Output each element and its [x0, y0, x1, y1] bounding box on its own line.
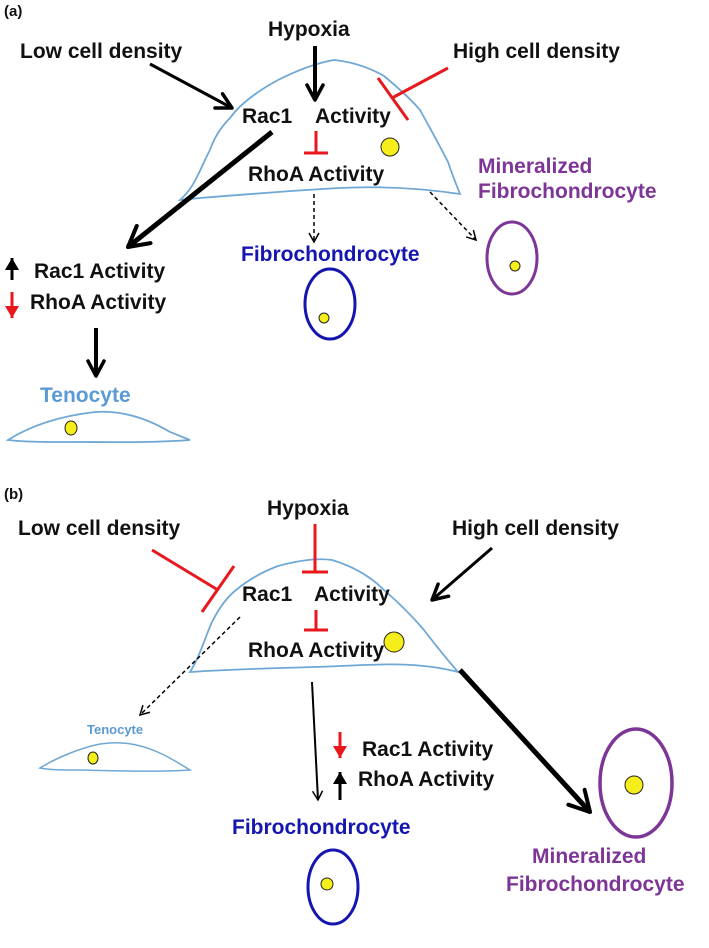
- panel-b-tenocyte-dashed-arrow: [138, 616, 241, 717]
- panel-a-mineralized-fibrochondrocyte-label: Fibrochondrocyte: [478, 180, 657, 203]
- panel-a-mineralized-fibrochondrocyte-cell: [485, 220, 539, 296]
- panel-a-cell-nucleus: [380, 137, 400, 157]
- panel-a-activity-label: Activity: [315, 105, 391, 128]
- panel-b-rac1-inhibits-rhoa: [304, 610, 328, 632]
- panel-b-low-density-label: Low cell density: [18, 517, 181, 540]
- panel-b-low-density-inhibition: [151, 548, 236, 613]
- panel-b-rac1-label: Rac1: [242, 583, 293, 606]
- panel-b: (b) Hypoxia Low cell density High cell d…: [4, 486, 685, 926]
- panel-a-rac1-label: Rac1: [242, 105, 293, 128]
- panel-b-fibrochondrocyte-label: Fibrochondrocyte: [232, 816, 411, 839]
- panel-a-high-density-label: High cell density: [453, 40, 620, 63]
- panel-b-rhoa-activity-up-label: RhoA Activity: [358, 768, 494, 791]
- panel-b-fibrochondrocyte-arrow: [311, 681, 324, 802]
- panel-b-high-density-arrow: [430, 546, 493, 602]
- panel-a-low-density-label: Low cell density: [20, 40, 183, 63]
- panel-a-mineralized-dashed-arrow: [429, 191, 478, 242]
- panel-a-rac1-inhibits-rhoa: [304, 131, 328, 155]
- panel-a-fibrochondrocyte-cell: [303, 267, 357, 341]
- panel-a-tenocyte-label: Tenocyte: [40, 384, 131, 407]
- panel-b-activity-label: Activity: [314, 583, 390, 606]
- panel-a-fibrochondrocyte-label: Fibrochondrocyte: [241, 243, 420, 266]
- panel-b-high-density-label: High cell density: [452, 517, 619, 540]
- panel-b-mineralized-fibrochondrocyte-label: Fibrochondrocyte: [506, 873, 685, 896]
- panel-a-cell-body: [177, 59, 462, 202]
- panel-b-cell-nucleus: [383, 631, 405, 653]
- panel-a-hypoxia-label: Hypoxia: [268, 18, 350, 41]
- panel-b-tenocyte-label: Tenocyte: [87, 722, 143, 737]
- panel-a-rhoa-activity-up-label: RhoA Activity: [30, 291, 166, 314]
- panel-b-mineralized-fibrochondrocyte-cell: [598, 727, 674, 839]
- panel-a: (a) Hypoxia Low cell density High cell d…: [4, 3, 657, 444]
- panel-a-rac1-activity-label: Rac1 Activity: [34, 260, 165, 283]
- panel-b-rhoa-activity-label: RhoA Activity: [248, 639, 384, 662]
- panel-b-mineralized-label: Mineralized: [532, 845, 646, 868]
- panel-b-hypoxia-label: Hypoxia: [267, 497, 349, 520]
- panel-a-tag: (a): [4, 3, 22, 20]
- panel-b-tenocyte-cell: [37, 741, 193, 772]
- panel-b-hypoxia-inhibition: [302, 524, 328, 574]
- panel-a-rhoa-activity-label: RhoA Activity: [248, 163, 384, 186]
- panel-b-mineralized-arrow: [458, 668, 592, 814]
- panel-a-low-density-arrow: [149, 62, 234, 110]
- panel-a-tenocyte-pathway-arrow: [126, 130, 274, 249]
- panel-a-tenocyte-cell: [5, 410, 191, 444]
- panel-a-high-density-inhibition: [376, 66, 449, 121]
- panel-b-fibrochondrocyte-cell: [306, 848, 360, 926]
- panel-b-tag: (b): [4, 486, 23, 503]
- panel-b-rac1-activity-label: Rac1 Activity: [362, 738, 493, 761]
- panel-b-cell-body: [188, 558, 461, 674]
- panel-a-mineralized-label: Mineralized: [478, 155, 592, 178]
